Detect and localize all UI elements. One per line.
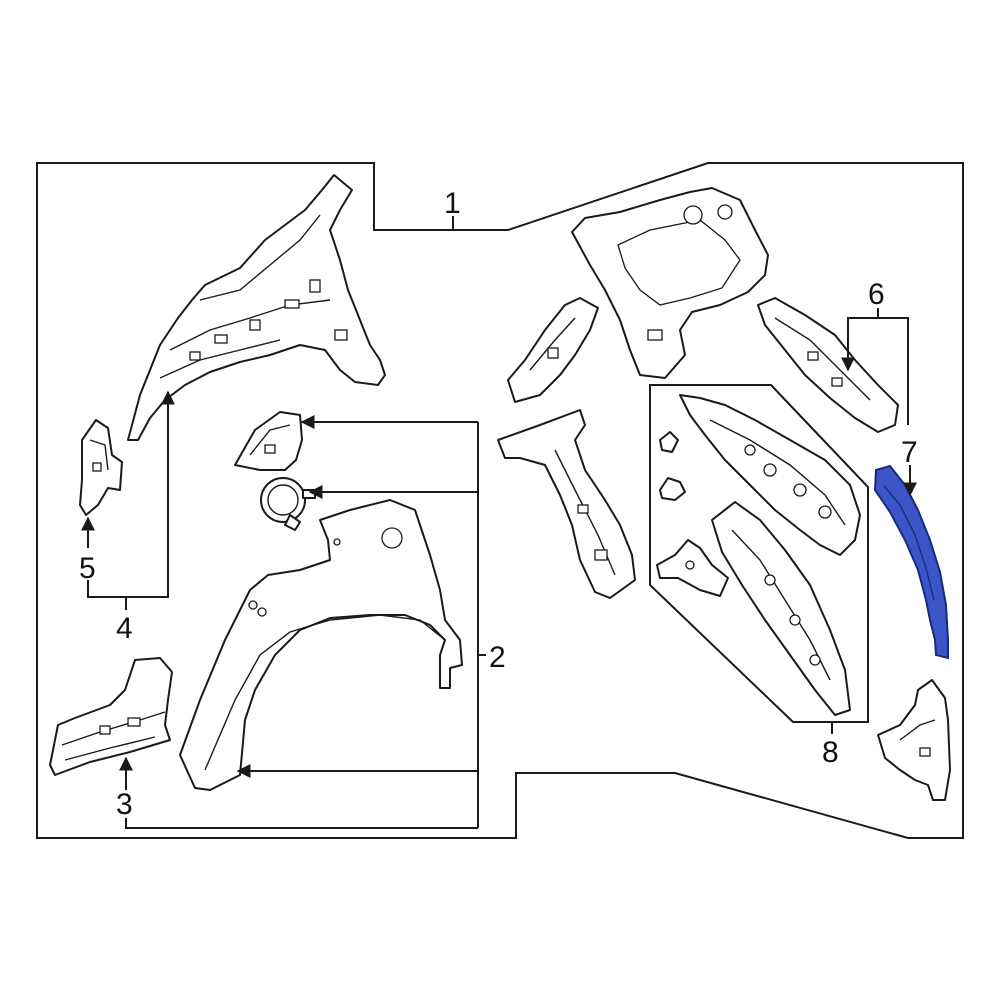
lower-rear-bracket-part[interactable] xyxy=(877,679,951,801)
callout-3: 3 xyxy=(116,788,133,821)
quarter-panel-part[interactable] xyxy=(179,499,463,791)
inner-panel-part-8b[interactable] xyxy=(679,394,861,556)
inner-wheelhouse-part[interactable] xyxy=(127,174,386,441)
subassembly-frame xyxy=(649,384,869,723)
callout-7: 7 xyxy=(901,436,918,469)
callout-1: 1 xyxy=(444,187,461,220)
callout-8: 8 xyxy=(822,736,839,769)
leader-3-bottom xyxy=(125,818,478,829)
leader-6-right xyxy=(878,317,909,425)
center-bracket-part[interactable] xyxy=(507,297,599,403)
pillar-reinforcement-part[interactable] xyxy=(497,409,636,599)
inner-panel-part-8c[interactable] xyxy=(711,501,851,716)
callout-5: 5 xyxy=(79,552,96,585)
rear-pillar-upper-part[interactable] xyxy=(571,187,769,379)
lower-extension-part-3[interactable] xyxy=(49,657,173,776)
small-clip-part-b[interactable] xyxy=(659,477,686,501)
small-panel-part[interactable] xyxy=(234,411,303,471)
highlighted-extension-part-7[interactable] xyxy=(873,464,949,660)
bracket-part-5[interactable] xyxy=(79,419,123,516)
callout-6: 6 xyxy=(868,278,885,311)
callout-2: 2 xyxy=(489,641,506,674)
leader-6-left xyxy=(841,317,878,372)
small-clip-part-a[interactable] xyxy=(659,431,679,453)
leader-2-bracket xyxy=(477,422,486,828)
leader-4-bracket xyxy=(87,390,175,598)
fuel-filler-housing-part[interactable] xyxy=(260,477,316,531)
extension-part-6[interactable] xyxy=(757,297,899,433)
assembly-frame xyxy=(36,162,964,839)
small-bracket-part-8a[interactable] xyxy=(656,539,729,597)
callout-4: 4 xyxy=(116,612,133,645)
